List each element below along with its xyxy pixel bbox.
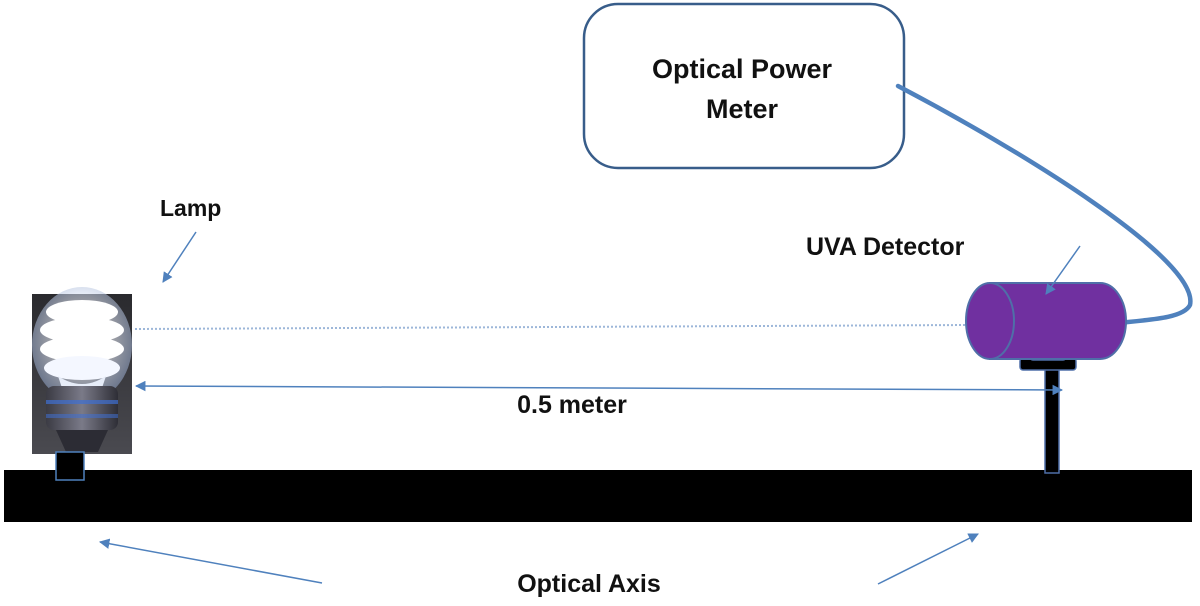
lamp-pointer-arrow (162, 231, 197, 283)
meter-cable (895, 83, 1193, 335)
detector-label: UVA Detector (806, 233, 965, 261)
lamp (32, 287, 132, 481)
axis-arrow-right (877, 533, 979, 585)
lamp-mount (55, 451, 85, 481)
meter-label-line2: Meter (706, 94, 779, 124)
lamp-base (46, 386, 118, 430)
meter-label-line1: Optical Power (652, 54, 833, 84)
optical-rail (4, 470, 1192, 522)
distance-label: 0.5 meter (517, 391, 627, 419)
optical-power-meter: Optical Power Meter (582, 2, 906, 170)
detector-pointer-arrow (1045, 245, 1081, 295)
axis-arrow-left (98, 538, 323, 584)
uva-detector (965, 282, 1127, 474)
distance-arrow (134, 380, 1064, 396)
cylinder-detector-icon (965, 282, 1127, 360)
beam-line (134, 324, 969, 330)
lamp-label: Lamp (160, 195, 221, 221)
optical-axis-label: Optical Axis (517, 570, 661, 598)
meter-box (582, 2, 906, 170)
cfl-spiral-bulb-icon (32, 287, 132, 403)
detector-post (1044, 364, 1060, 474)
